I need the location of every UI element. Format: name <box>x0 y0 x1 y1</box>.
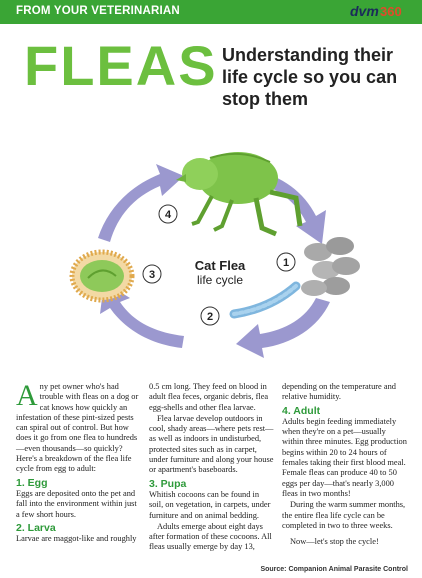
flea-eggs-illustration <box>301 237 360 296</box>
page-subtitle: Understanding their life cycle so you ca… <box>222 45 398 109</box>
adult-heading: 4. Adult <box>282 404 321 417</box>
article-column-3: depending on the temperature and relativ… <box>282 382 408 548</box>
larva-text-b: 0.5 cm long. They feed on blood in adult… <box>149 382 269 412</box>
dropcap: A <box>16 379 38 412</box>
stage-label-3: 3 <box>149 269 155 281</box>
stage-markers <box>142 204 296 326</box>
pupa-text-c: depending on the temperature and relativ… <box>282 382 396 402</box>
arrow-egg-to-larva <box>236 298 330 358</box>
flea-pupa-illustration <box>69 249 135 303</box>
page-title: FLEAS <box>24 34 218 97</box>
banner-text: FROM YOUR VETERINARIAN <box>16 5 180 17</box>
stage-marker-4 <box>158 204 178 224</box>
intro-text: ny pet owner who's had trouble with flea… <box>16 382 139 474</box>
egg-heading: 1. Egg <box>16 476 48 489</box>
article-column-2: 0.5 cm long. They feed on blood in adult… <box>149 382 275 554</box>
stage-label-2: 2 <box>207 311 213 323</box>
cycle-label-species: Cat Flea <box>194 258 246 273</box>
stage-label-1: 1 <box>283 257 289 269</box>
egg-text: Eggs are deposited onto the pet and fall… <box>16 488 137 519</box>
adult-flea-illustration <box>176 152 303 237</box>
cycle-label-caption: life cycle <box>196 273 243 287</box>
arrow-larva-to-pupa <box>100 282 184 348</box>
stage-marker-3 <box>142 264 162 284</box>
pupa-heading: 3. Pupa <box>149 477 187 490</box>
larva-heading: 2. Larva <box>16 521 56 534</box>
adult-text-b: During the warm summer months, the entir… <box>282 500 406 530</box>
larva-text-c: Flea larvae develop outdoors in cool, sh… <box>149 413 274 475</box>
stage-label-4: 4 <box>165 209 172 221</box>
larva-text-a: Larvae are maggot-like and roughly <box>16 534 137 544</box>
stage-marker-1 <box>276 252 296 272</box>
pupa-text-b: Adults emerge about eight days after for… <box>149 521 272 552</box>
flea-larva-illustration <box>229 281 301 319</box>
closing-text: Now—let's stop the cycle! <box>290 537 379 547</box>
adult-text-a: Adults begin feeding immediately when th… <box>282 416 407 498</box>
dvm360-logo: dvm 360 <box>348 2 412 22</box>
logo-number: 360 <box>380 4 402 19</box>
pupa-text-a: Whitish cocoons can be found in soil, on… <box>149 489 271 520</box>
stage-marker-2 <box>200 306 220 326</box>
life-cycle-diagram: 4 1 2 3 <box>69 152 360 358</box>
cycle-center-label: Cat Flea life cycle <box>185 258 255 287</box>
logo-brand: dvm <box>350 3 379 19</box>
source-credit: Source: Companion Animal Parasite Contro… <box>260 566 408 573</box>
arrow-pupa-to-adult <box>98 164 184 242</box>
header-banner: FROM YOUR VETERINARIAN dvm 360 <box>0 0 422 24</box>
